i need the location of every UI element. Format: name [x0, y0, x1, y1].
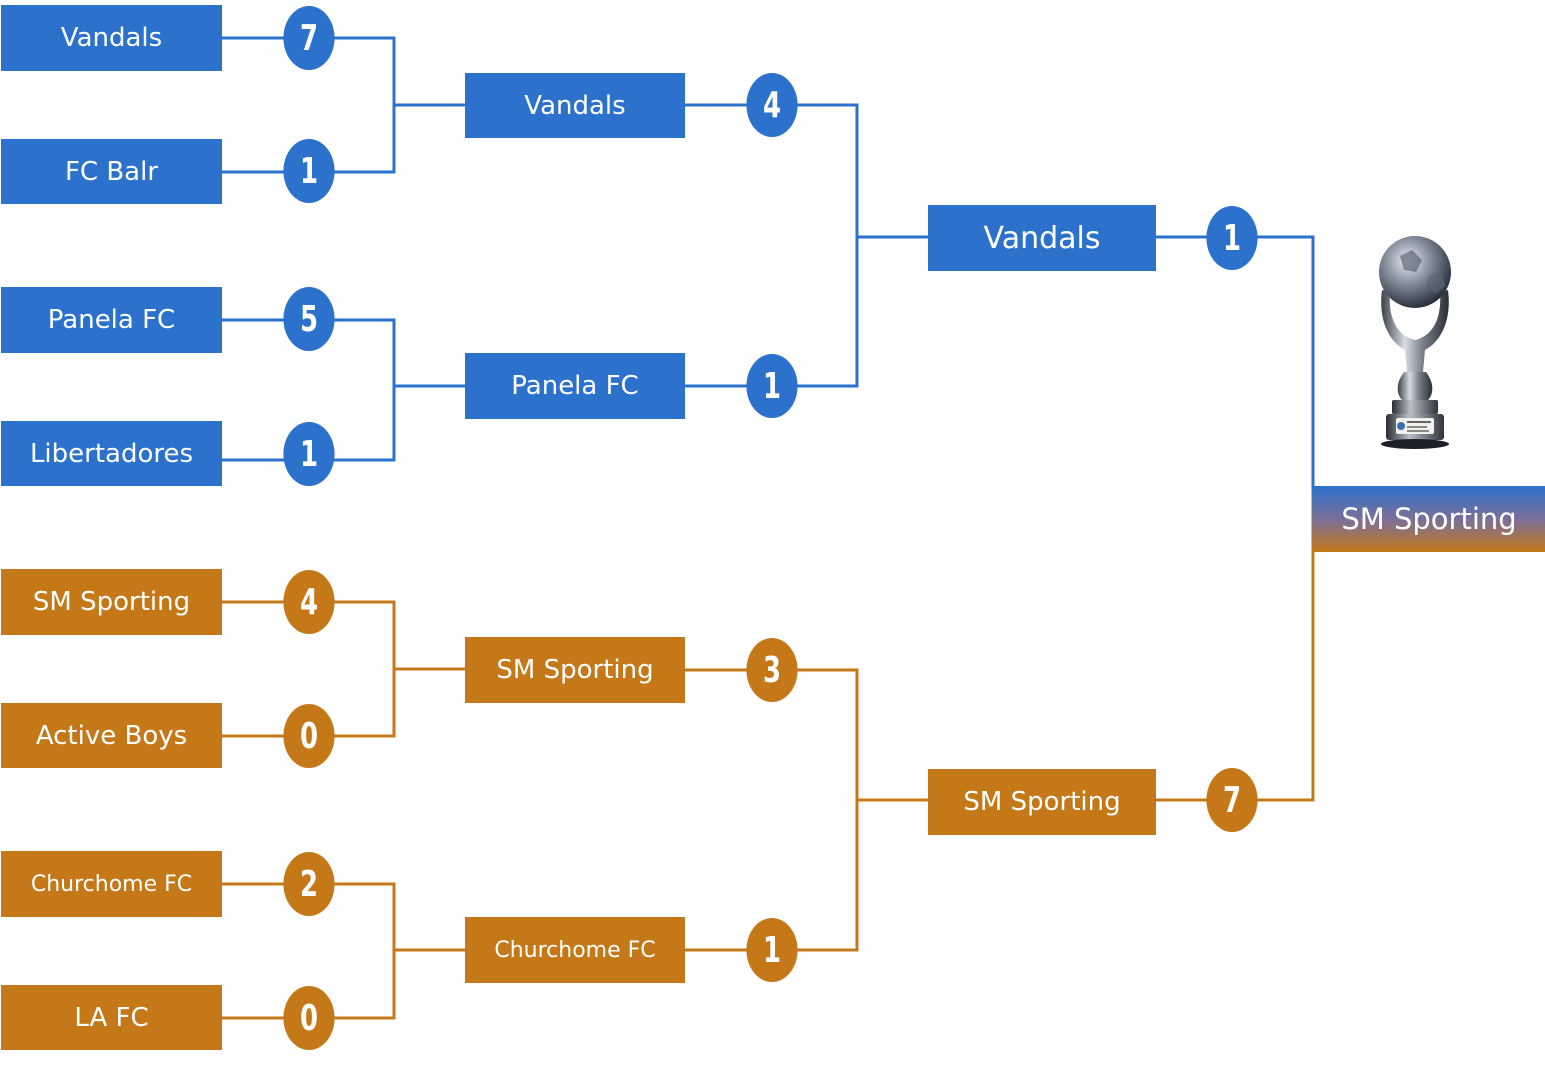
connector-r1-m2	[222, 318, 465, 462]
connector-r1-m1	[222, 36, 465, 174]
team-box-r1-active-boys: Active Boys	[1, 703, 222, 768]
score-badge-r2-churchome-fc: 1	[746, 918, 798, 982]
score-badge-r1-active-boys: 0	[283, 704, 335, 768]
team-box-r1-fc-balr: FC Balr	[1, 139, 222, 204]
score-badge-r1-churchome-fc: 2	[283, 852, 335, 916]
connector-r1-m3	[222, 600, 465, 738]
connector-r2-m2	[685, 668, 928, 952]
team-box-r2-sm-sporting: SM Sporting	[465, 637, 685, 703]
team-box-r1-vandals: Vandals	[1, 5, 222, 71]
score-badge-final-sm-sporting: 7	[1206, 768, 1258, 832]
connector-final-top	[1156, 235, 1315, 486]
team-box-r2-vandals: Vandals	[465, 73, 685, 138]
champion-banner: SM Sporting	[1313, 486, 1545, 552]
score-badge-r2-vandals: 4	[746, 73, 798, 137]
team-box-r1-sm-sporting: SM Sporting	[1, 569, 222, 635]
team-box-r1-la-fc: LA FC	[1, 985, 222, 1050]
team-box-final-sm-sporting: SM Sporting	[928, 769, 1156, 835]
connector-r2-m1	[685, 103, 928, 388]
connector-r1-m4	[222, 882, 465, 1020]
score-badge-r1-la-fc: 0	[283, 986, 335, 1050]
team-box-r1-libertadores: Libertadores	[1, 421, 222, 486]
team-box-r1-churchome-fc: Churchome FC	[1, 851, 222, 917]
connector-final-bottom	[1156, 552, 1315, 802]
team-box-final-vandals: Vandals	[928, 205, 1156, 271]
score-badge-r1-vandals: 7	[283, 6, 335, 70]
team-box-r2-panela-fc: Panela FC	[465, 353, 685, 419]
score-badge-r2-panela-fc: 1	[746, 354, 798, 418]
score-badge-r1-fc-balr: 1	[283, 139, 335, 203]
score-badge-final-vandals: 1	[1206, 206, 1258, 270]
score-badge-r1-sm-sporting: 4	[283, 570, 335, 634]
score-badge-r1-libertadores: 1	[283, 422, 335, 486]
team-box-r2-churchome-fc: Churchome FC	[465, 917, 685, 983]
score-badge-r2-sm-sporting: 3	[746, 638, 798, 702]
team-box-r1-panela-fc: Panela FC	[1, 287, 222, 353]
score-badge-r1-panela-fc: 5	[283, 287, 335, 351]
trophy-icon	[1379, 236, 1451, 449]
